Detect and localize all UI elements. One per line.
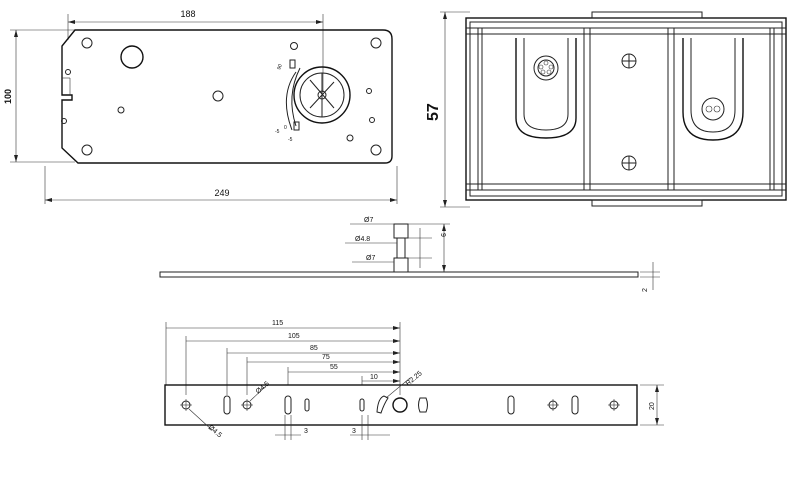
strip-dim-75: 75 <box>322 354 330 361</box>
strip-plate <box>164 384 638 426</box>
plate-thickness: 2 <box>642 288 649 292</box>
hole-label-lower: Ø4.5 <box>207 424 223 439</box>
hole-top-mid <box>290 42 298 50</box>
dial: 90 0 -5 -5 <box>275 59 351 143</box>
slot-width-1: 3 <box>304 428 308 435</box>
dim-188-label: 188 <box>180 9 195 19</box>
dial-scale-mid: 0 <box>284 125 287 131</box>
dim-100: 100 <box>3 29 75 163</box>
dim-57-label: 57 <box>425 103 442 121</box>
strip-dim-105: 105 <box>288 333 300 340</box>
hole-small-center <box>117 106 125 114</box>
thin-plate <box>159 271 639 278</box>
strip-dim-10: 10 <box>370 374 378 381</box>
hole-left-low <box>61 118 67 124</box>
strip-dim-115: 115 <box>272 320 283 327</box>
pivot-height: 9 <box>439 233 446 237</box>
plate-outline <box>61 29 393 164</box>
hole-bottom-right <box>370 144 382 156</box>
strip-view: 115 105 85 75 55 10 Ø4.5 <box>164 320 664 440</box>
strip-height: 20 <box>649 402 656 410</box>
pivot-dia-top: Ø7 <box>364 217 373 224</box>
hole-label-upper: Ø4.5 <box>255 380 271 395</box>
dial-scale-top: 90 <box>276 63 284 70</box>
pivot-detail: Ø7 Ø4.8 Ø7 9 2 <box>159 217 660 292</box>
slot-width-2: 3 <box>352 428 356 435</box>
strip-dim-55: 55 <box>330 364 338 371</box>
hole-large <box>120 45 144 69</box>
side-view: 57 <box>425 11 787 208</box>
strip-dims: 115 105 85 75 55 10 <box>165 320 401 395</box>
hole-bottom-left <box>81 144 93 156</box>
dim-249: 249 <box>44 166 398 204</box>
dim-57: 57 <box>425 11 470 208</box>
pivot-dia-bottom: Ø7 <box>366 255 375 262</box>
pivot-dia-mid: Ø4.8 <box>355 236 370 243</box>
dial-scale-low2: -5 <box>288 137 293 143</box>
dim-188: 188 <box>67 9 324 92</box>
hole-center <box>212 90 224 102</box>
hole-left-mid <box>65 69 71 75</box>
plan-view: 188 100 249 <box>3 9 398 204</box>
hole-top-right <box>370 37 382 49</box>
dial-scale-low1: -5 <box>275 129 280 135</box>
right-slot <box>682 38 744 141</box>
hole-right-a <box>366 88 372 94</box>
hole-lower-right <box>346 134 354 142</box>
strip-dim-85: 85 <box>310 345 318 352</box>
dim-100-label: 100 <box>3 89 13 104</box>
hole-top-left <box>81 37 93 49</box>
hole-right-b <box>369 117 375 123</box>
left-slot <box>515 38 577 139</box>
dim-249-label: 249 <box>214 188 229 198</box>
